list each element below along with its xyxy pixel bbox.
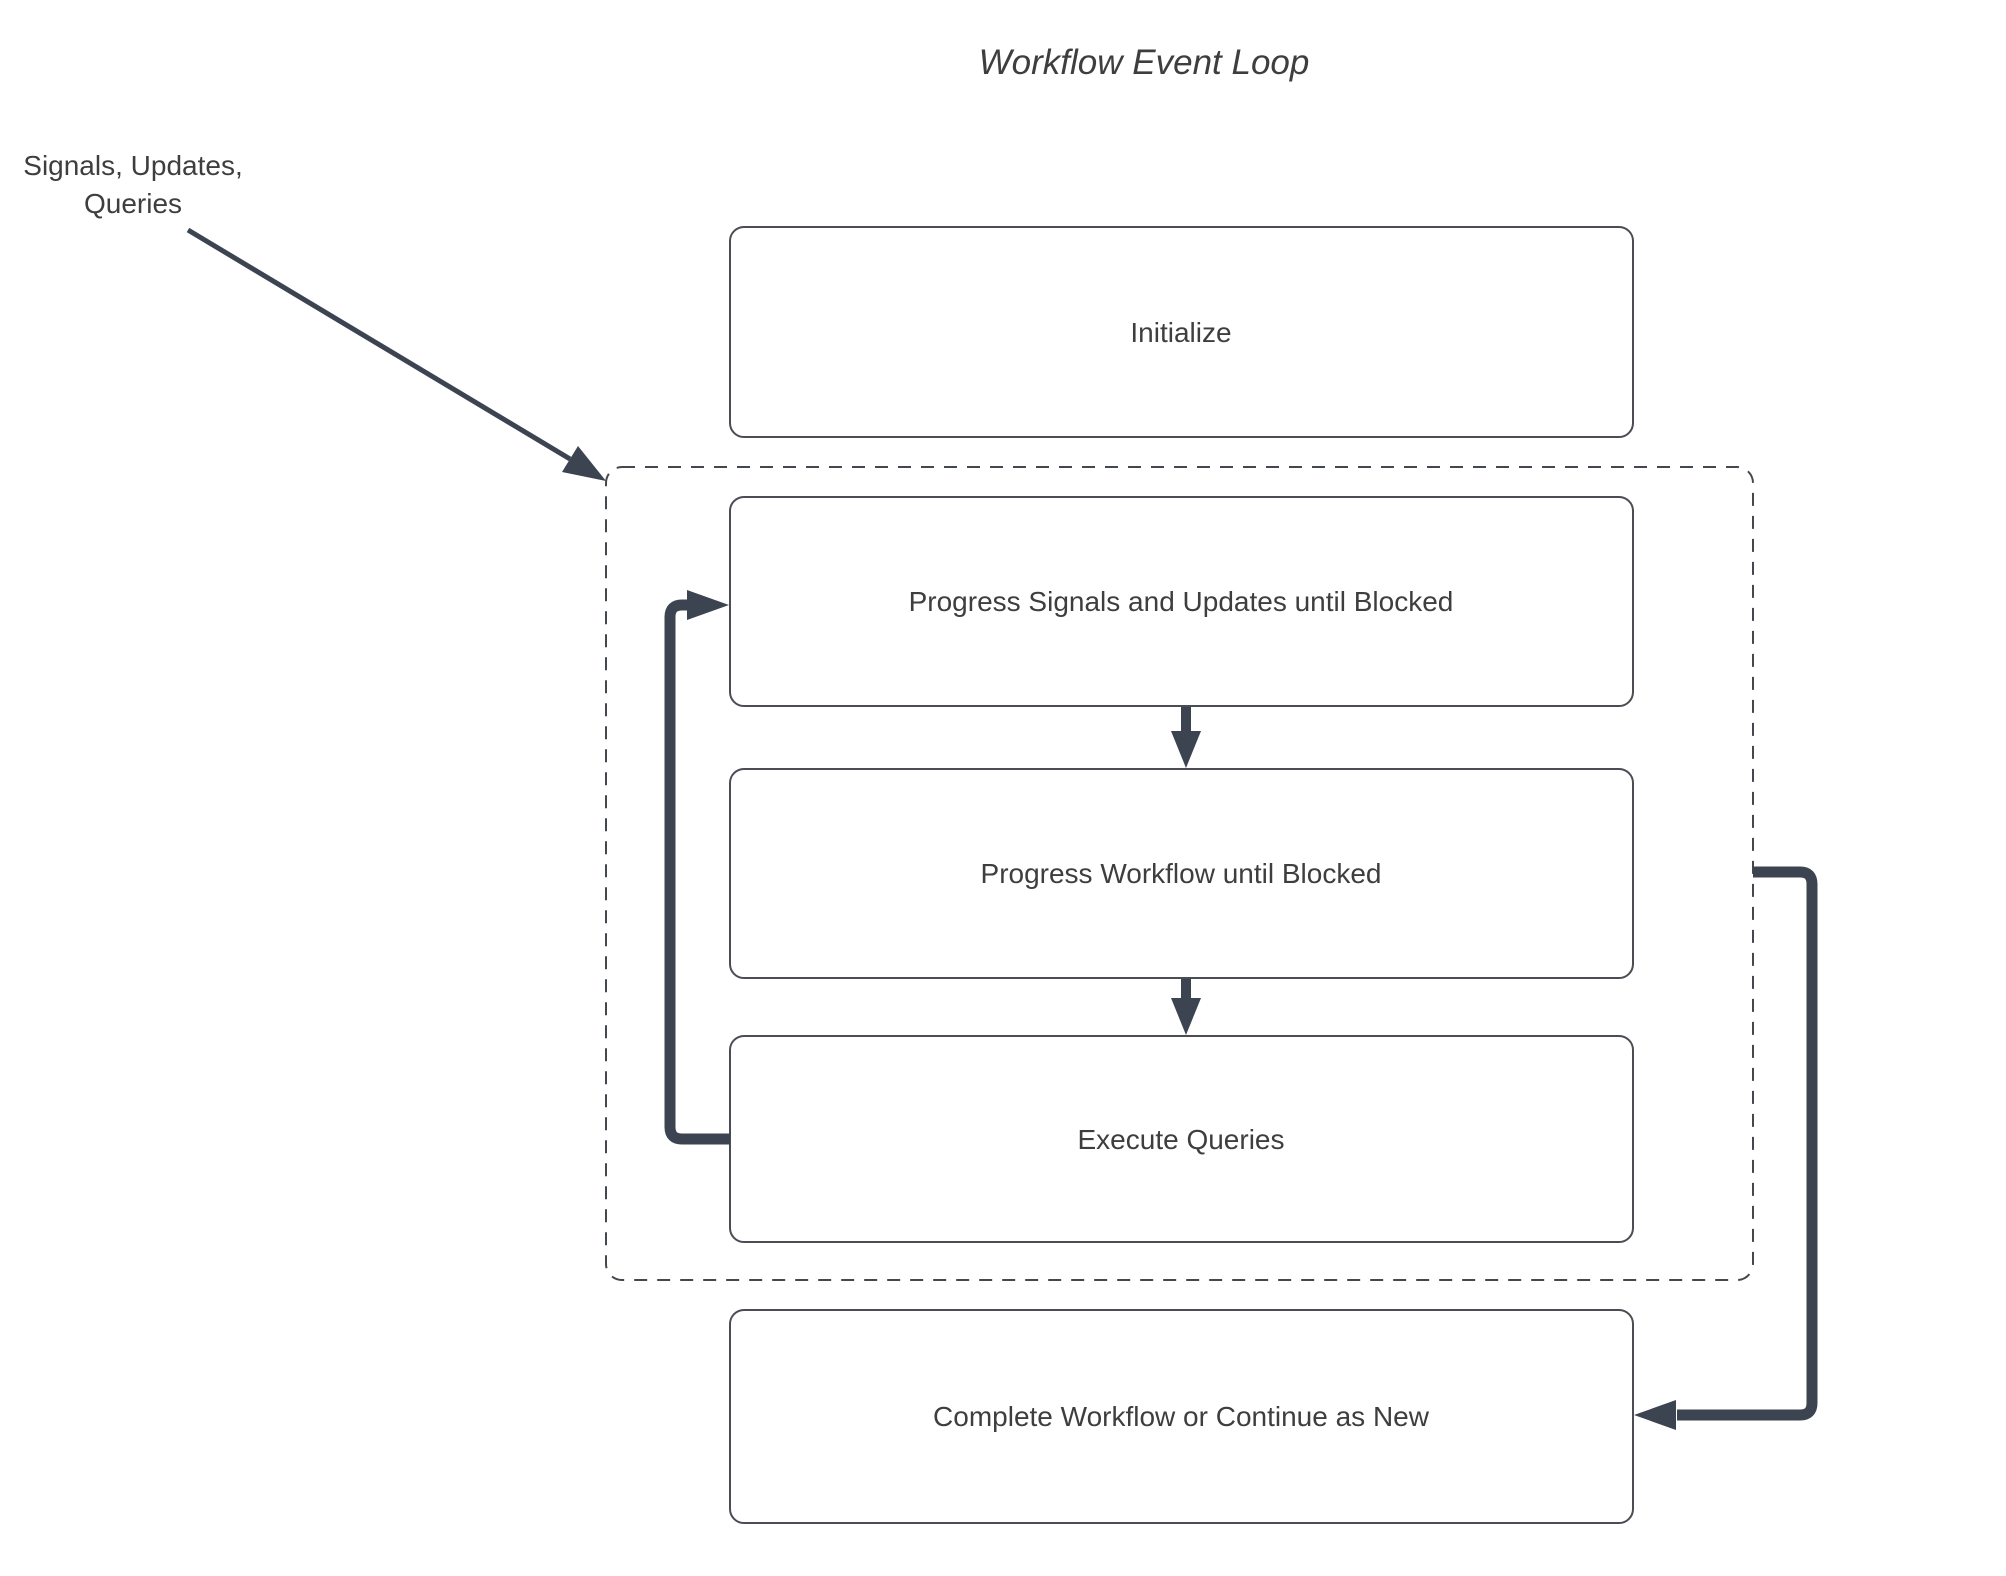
node-progress-signals: Progress Signals and Updates until Block… bbox=[729, 496, 1634, 707]
arrowhead-icon bbox=[1634, 1400, 1676, 1430]
arrowhead-icon bbox=[562, 446, 606, 481]
arrow-signals-to-workflow bbox=[1171, 707, 1201, 768]
node-initialize-box bbox=[729, 226, 1634, 438]
node-complete-workflow-label: Complete Workflow or Continue as New bbox=[933, 1401, 1430, 1432]
arrow-workflow-to-queries bbox=[1171, 979, 1201, 1035]
node-complete-workflow-box bbox=[729, 1309, 1634, 1524]
arrowhead-icon bbox=[1171, 998, 1201, 1035]
arrow-queries-loop-back bbox=[664, 590, 730, 1145]
arrowhead-icon bbox=[687, 590, 729, 620]
arrow-loop-exit-to-complete bbox=[1634, 866, 1818, 1430]
node-progress-workflow-label: Progress Workflow until Blocked bbox=[981, 858, 1382, 889]
node-progress-signals-box bbox=[729, 496, 1634, 707]
arrow-line bbox=[186, 227, 572, 462]
arrow-line bbox=[664, 599, 730, 1145]
node-initialize-label: Initialize bbox=[1130, 317, 1231, 348]
node-execute-queries-label: Execute Queries bbox=[1078, 1124, 1285, 1155]
node-execute-queries: Execute Queries bbox=[729, 1035, 1634, 1243]
node-progress-signals-label: Progress Signals and Updates until Block… bbox=[909, 586, 1454, 617]
diagram-title: Workflow Event Loop bbox=[979, 43, 1310, 82]
node-progress-workflow: Progress Workflow until Blocked bbox=[729, 768, 1634, 979]
node-initialize: Initialize bbox=[729, 226, 1634, 438]
arrow-signals-to-loop bbox=[186, 227, 606, 481]
external-events-label-line2: Queries bbox=[84, 188, 182, 219]
node-complete-workflow: Complete Workflow or Continue as New bbox=[729, 1309, 1634, 1524]
node-progress-workflow-box bbox=[729, 768, 1634, 979]
arrow-line bbox=[1677, 866, 1818, 1421]
external-events-label-line1: Signals, Updates, bbox=[23, 150, 242, 181]
external-events-label: Signals, Updates, Queries bbox=[23, 150, 242, 219]
arrowhead-icon bbox=[1171, 731, 1201, 768]
